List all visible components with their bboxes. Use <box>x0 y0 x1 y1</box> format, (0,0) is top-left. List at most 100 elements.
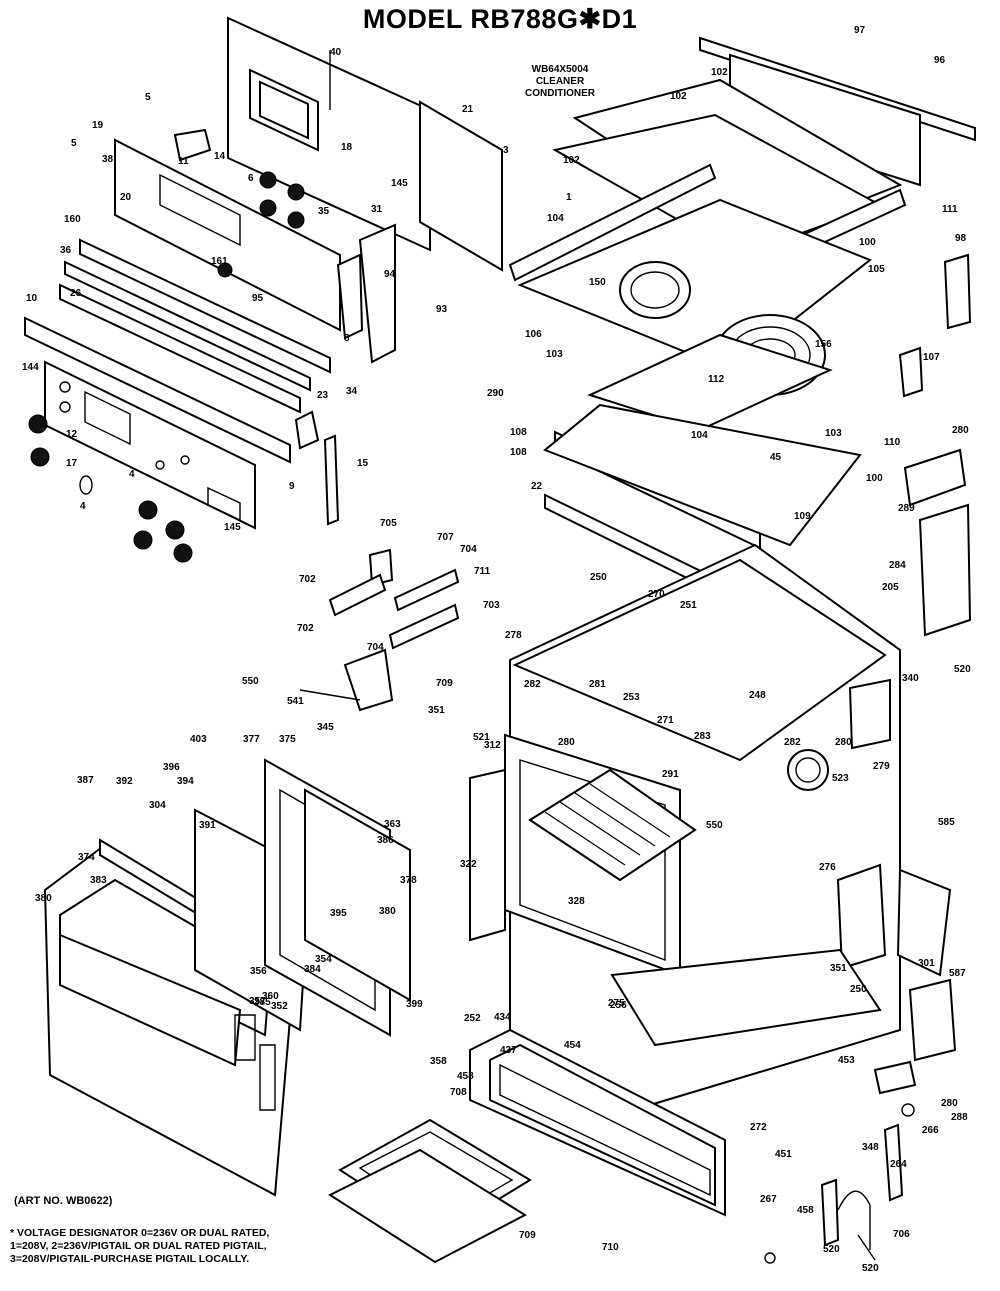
part-label: 375 <box>279 734 296 745</box>
part-label: 100 <box>866 473 883 484</box>
cleaner-conditioner-note: WB64X5004 CLEANER CONDITIONER <box>505 64 615 100</box>
control-rear-panel <box>227 16 503 272</box>
part-label: 26 <box>70 288 82 299</box>
voltage-footnote: * VOLTAGE DESIGNATOR 0=236V OR DUAL RATE… <box>10 1227 370 1266</box>
part-label: 35 <box>318 206 330 217</box>
part-label: 386 <box>377 835 394 846</box>
part-label: 380 <box>35 893 52 904</box>
part-label: 288 <box>951 1112 968 1123</box>
part-label: 100 <box>859 237 876 248</box>
part-label: 3 <box>503 145 509 156</box>
part-label: 304 <box>149 800 166 811</box>
part-label: 521 <box>473 732 490 743</box>
part-label: 38 <box>102 154 114 165</box>
part-label: 708 <box>450 1087 467 1098</box>
part-label: 279 <box>873 761 890 772</box>
part-label: 709 <box>436 678 453 689</box>
part-label: 378 <box>400 875 417 886</box>
part-label: 19 <box>92 120 104 131</box>
part-label: 145 <box>391 178 408 189</box>
part-label: 351 <box>428 705 445 716</box>
cooktop <box>508 36 976 398</box>
parts-drawing <box>24 16 976 1264</box>
part-label: 23 <box>317 390 329 401</box>
knobs <box>28 414 193 563</box>
part-label: 282 <box>784 737 801 748</box>
part-label: 291 <box>662 769 679 780</box>
part-label: 312 <box>484 740 501 751</box>
conditioner-label: CONDITIONER <box>525 88 595 99</box>
part-label: 385 <box>254 997 271 1008</box>
part-label: 93 <box>436 304 448 315</box>
part-label: 105 <box>868 264 885 275</box>
part-label: 5 <box>71 138 77 149</box>
part-label: 250 <box>590 572 607 583</box>
part-label: 458 <box>797 1205 814 1216</box>
part-label: 161 <box>211 256 228 267</box>
part-label: 102 <box>670 91 687 102</box>
part-label: 150 <box>589 277 606 288</box>
broiler-pan <box>327 1118 532 1264</box>
part-label: 253 <box>623 692 640 703</box>
part-label: 1 <box>566 192 572 203</box>
part-label: 458 <box>457 1071 474 1082</box>
part-label: 706 <box>893 1229 910 1240</box>
part-label: 702 <box>299 574 316 585</box>
switch-components <box>294 410 460 712</box>
part-label: 98 <box>955 233 967 244</box>
part-label: 340 <box>902 673 919 684</box>
part-label: 392 <box>116 776 133 787</box>
part-label: 45 <box>770 452 782 463</box>
part-label: 290 <box>487 388 504 399</box>
part-label: 550 <box>706 820 723 831</box>
part-label: 328 <box>568 896 585 907</box>
part-label: 387 <box>77 775 94 786</box>
part-label: 270 <box>648 589 665 600</box>
part-label: 104 <box>691 430 708 441</box>
part-label: 282 <box>524 679 541 690</box>
part-label: 395 <box>330 908 347 919</box>
part-label: 363 <box>384 819 401 830</box>
part-label: 280 <box>941 1098 958 1109</box>
part-label: 278 <box>505 630 522 641</box>
part-label: 705 <box>380 518 397 529</box>
lower-right-hardware <box>764 1060 917 1264</box>
part-label: 520 <box>862 1263 879 1274</box>
part-label: 94 <box>384 269 396 280</box>
part-label: 704 <box>367 642 384 653</box>
part-label: 250 <box>850 984 867 995</box>
part-label: 587 <box>949 968 966 979</box>
part-label: 96 <box>934 55 946 66</box>
side-bracket-right <box>358 223 396 364</box>
part-label: 356 <box>250 966 267 977</box>
part-label: 301 <box>918 958 935 969</box>
part-label: 205 <box>882 582 899 593</box>
part-label: 351 <box>830 963 847 974</box>
part-label: 15 <box>357 458 369 469</box>
part-label: 283 <box>694 731 711 742</box>
part-label: 271 <box>657 715 674 726</box>
part-label: 17 <box>66 458 78 469</box>
trim-strips <box>24 238 331 464</box>
part-label: 434 <box>494 1012 511 1023</box>
part-label: 97 <box>854 25 866 36</box>
part-label: 357 <box>249 996 266 1007</box>
part-label: 12 <box>66 429 78 440</box>
part-label: 18 <box>341 142 353 153</box>
part-label: 284 <box>889 560 906 571</box>
footnote-line-3: 3=208V/PIGTAIL-PURCHASE PIGTAIL LOCALLY. <box>10 1253 250 1265</box>
part-label: 710 <box>602 1242 619 1253</box>
part-label: 276 <box>819 862 836 873</box>
part-label: 251 <box>680 600 697 611</box>
part-label: 358 <box>430 1056 447 1067</box>
part-label: 399 <box>406 999 423 1010</box>
part-label: 6 <box>248 173 254 184</box>
part-label: 345 <box>317 722 334 733</box>
part-label: 106 <box>525 329 542 340</box>
part-label: 275 <box>608 998 625 1009</box>
part-label: 272 <box>750 1122 767 1133</box>
part-label: 156 <box>815 339 832 350</box>
part-label: 144 <box>22 362 39 373</box>
